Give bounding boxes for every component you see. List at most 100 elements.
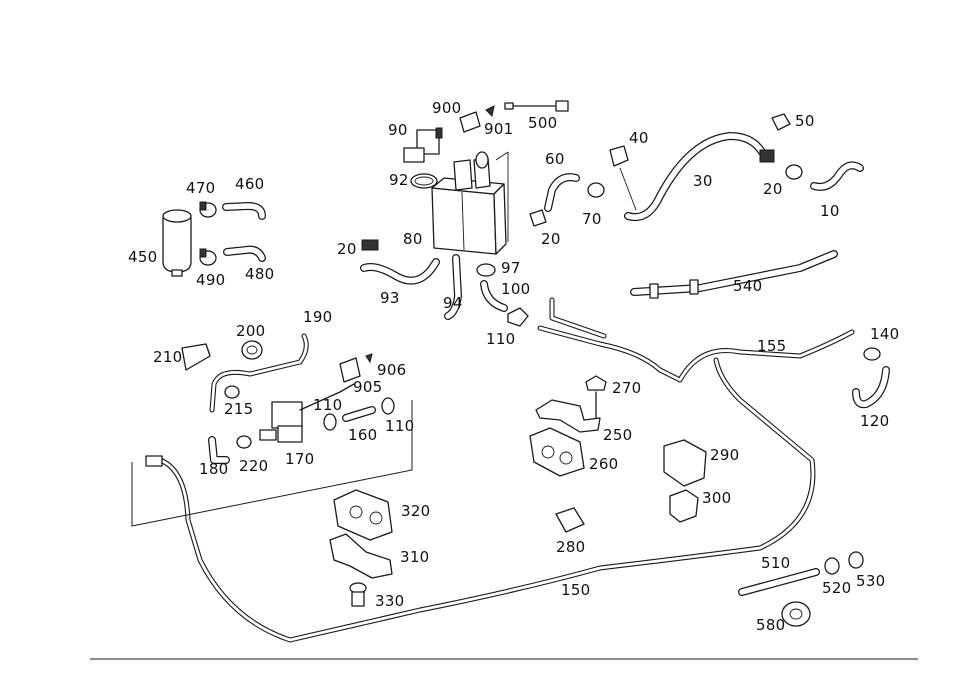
label-580: 580	[756, 616, 786, 634]
grommet-200	[241, 340, 263, 360]
hose-480	[223, 245, 266, 262]
label-480: 480	[245, 265, 275, 283]
label-80: 80	[403, 230, 423, 248]
label-450: 450	[128, 248, 158, 266]
label-320: 320	[401, 502, 431, 520]
pump-170	[259, 383, 355, 443]
clamp-470	[199, 201, 217, 218]
label-901: 901	[484, 120, 514, 138]
pipe-155	[537, 297, 855, 383]
hose-93	[360, 258, 440, 285]
clip-280	[555, 507, 585, 533]
grommet-40	[609, 145, 629, 167]
part-900	[459, 111, 481, 133]
pipe-540	[630, 250, 838, 299]
clamp-110-top	[507, 307, 529, 327]
label-200: 200	[236, 322, 266, 340]
hose-510	[738, 568, 820, 596]
label-160: 160	[348, 426, 378, 444]
ring-92	[410, 173, 438, 189]
label-460: 460	[235, 175, 265, 193]
label-540: 540	[733, 277, 763, 295]
label-30: 30	[693, 172, 713, 190]
hose-100	[480, 280, 508, 312]
clamp-70	[587, 182, 605, 198]
label-490: 490	[196, 271, 226, 289]
label-900: 900	[432, 99, 462, 117]
label-170: 170	[285, 450, 315, 468]
bracket-310	[329, 533, 393, 579]
label-150: 150	[561, 581, 591, 599]
clamp-215	[224, 385, 240, 399]
valve-90	[403, 127, 443, 163]
label-20-canister: 20	[337, 240, 357, 258]
label-280: 280	[556, 538, 586, 556]
label-120: 120	[860, 412, 890, 430]
label-93: 93	[380, 289, 400, 307]
hose-160	[342, 406, 376, 422]
label-20-mid: 20	[541, 230, 561, 248]
label-180: 180	[199, 460, 229, 478]
pipe-end-left	[145, 455, 163, 467]
part-901	[485, 105, 495, 118]
label-210: 210	[153, 348, 183, 366]
label-290: 290	[710, 446, 740, 464]
label-520: 520	[822, 579, 852, 597]
clip-260	[529, 427, 585, 477]
grommet-50	[771, 113, 791, 131]
hose-60	[544, 173, 580, 212]
clip-210	[181, 343, 211, 371]
label-330: 330	[375, 592, 405, 610]
label-906: 906	[377, 361, 407, 379]
hose-94	[444, 254, 462, 320]
valve-905	[339, 353, 373, 383]
label-20-right: 20	[763, 180, 783, 198]
label-140: 140	[870, 325, 900, 343]
label-97: 97	[501, 259, 521, 277]
frame-lines	[131, 400, 413, 527]
sensor-500	[504, 100, 569, 112]
label-260: 260	[589, 455, 619, 473]
pipe-190	[209, 333, 309, 413]
canister-80	[431, 151, 509, 255]
clamp-530	[848, 551, 864, 569]
label-530: 530	[856, 572, 886, 590]
bracket-250	[535, 399, 601, 433]
hose-10	[810, 161, 864, 191]
clamp-110-right	[381, 397, 395, 415]
label-40: 40	[629, 129, 649, 147]
clamp-110-left	[323, 413, 337, 431]
canister-450	[162, 209, 192, 277]
hose-120	[852, 366, 890, 409]
label-92: 92	[389, 171, 409, 189]
pipe-150	[157, 357, 816, 643]
pipe-30	[619, 132, 766, 221]
label-90: 90	[388, 121, 408, 139]
clamp-97	[476, 263, 496, 277]
hose-180	[208, 436, 230, 464]
clamp-20-right	[759, 149, 803, 180]
label-270: 270	[612, 379, 642, 397]
label-500: 500	[528, 114, 558, 132]
label-470: 470	[186, 179, 216, 197]
clamp-220	[236, 435, 252, 449]
clamp-490	[199, 248, 217, 266]
label-250: 250	[603, 426, 633, 444]
hose-460	[222, 202, 266, 220]
clamp-20-small	[361, 239, 379, 251]
label-110-right: 110	[385, 417, 415, 435]
label-215: 215	[224, 400, 254, 418]
label-10: 10	[820, 202, 840, 220]
clamp-140	[863, 347, 881, 361]
label-300: 300	[702, 489, 732, 507]
clamp-20-mid	[529, 209, 547, 227]
label-220: 220	[239, 457, 269, 475]
grommet-580	[781, 601, 811, 627]
label-310: 310	[400, 548, 430, 566]
label-60: 60	[545, 150, 565, 168]
bolt-330	[349, 582, 367, 607]
label-190: 190	[303, 308, 333, 326]
label-94: 94	[443, 294, 463, 312]
label-155: 155	[757, 337, 787, 355]
label-50: 50	[795, 112, 815, 130]
